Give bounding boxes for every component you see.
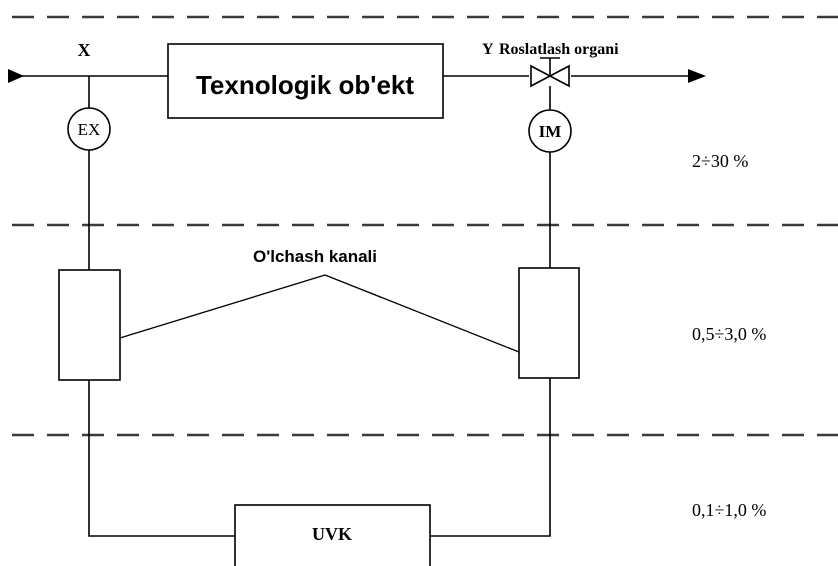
output-arrowhead bbox=[688, 69, 706, 83]
technological-object-box bbox=[167, 43, 444, 119]
accuracy-level-bottom: 0,1÷1,0 % bbox=[692, 500, 766, 520]
channel-label: O'lchash kanali bbox=[253, 247, 377, 266]
actuator-label: IM bbox=[539, 122, 562, 141]
accuracy-level-top: 2÷30 % bbox=[692, 151, 748, 171]
input-arrowhead bbox=[8, 69, 24, 83]
channel-pointer-left bbox=[119, 274, 326, 339]
technological-object-label: Texnologik ob'ekt bbox=[196, 70, 414, 100]
channel-pointer-right bbox=[324, 274, 520, 353]
valve-icon bbox=[530, 57, 570, 88]
controller-label: UVK bbox=[312, 524, 352, 544]
left-channel-box bbox=[58, 269, 121, 381]
left-to-controller-line bbox=[88, 380, 235, 537]
controller-box bbox=[234, 504, 431, 566]
input-signal-label: X bbox=[78, 40, 91, 60]
output-signal-label: Y bbox=[482, 41, 494, 58]
right-channel-box bbox=[518, 267, 580, 379]
sensor-label: EX bbox=[78, 120, 101, 139]
right-to-controller-line bbox=[430, 378, 551, 537]
regulator-label: Roslatlash organi bbox=[499, 41, 619, 58]
accuracy-level-middle: 0,5÷3,0 % bbox=[692, 324, 766, 344]
